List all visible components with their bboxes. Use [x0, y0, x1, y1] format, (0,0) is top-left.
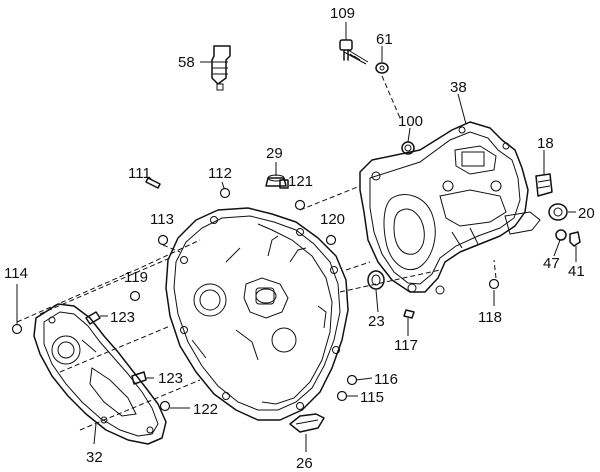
part-18: [535, 173, 553, 197]
callout-118: 118: [478, 309, 502, 326]
callout-123-lower: 123: [158, 370, 183, 387]
callout-123-upper: 123: [110, 309, 135, 326]
plug-41: [569, 231, 581, 247]
callout-32: 32: [86, 449, 103, 466]
callout-58: 58: [178, 54, 195, 71]
washer-61: [375, 62, 389, 74]
bolt-121-head: [294, 199, 306, 211]
bolt-heads: [11, 187, 500, 412]
callout-117: 117: [394, 337, 418, 354]
callout-116: 116: [374, 371, 398, 388]
callout-18: 18: [537, 135, 554, 152]
callout-29: 29: [266, 145, 283, 162]
dowel-pin-111: [145, 177, 161, 189]
bolt-113: [157, 234, 169, 246]
switch-58: [211, 45, 231, 91]
callout-47: 47: [543, 255, 560, 272]
cover-plate-32: [33, 303, 167, 445]
callout-121: 121: [288, 173, 313, 190]
bolt-119: [129, 290, 141, 302]
callout-61: 61: [376, 31, 393, 48]
callout-38: 38: [450, 79, 467, 96]
oil-seal-23: [367, 270, 385, 290]
callout-122: 122: [193, 401, 218, 418]
bracket-26: [289, 413, 325, 433]
callout-100: 100: [398, 113, 423, 130]
bolt-120: [325, 234, 337, 246]
bolt-118: [488, 278, 500, 290]
bolt-114: [11, 323, 23, 335]
part-121: [279, 179, 289, 189]
dowel-pin-123-b: [131, 371, 147, 385]
bolt-122: [159, 400, 171, 412]
leader-lines: [16, 22, 577, 452]
clutch-housing: [165, 207, 349, 421]
callout-111: 111: [128, 165, 151, 182]
bolt-115: [336, 390, 348, 402]
callout-labels: 109 61 58 38 100 18 20 47 41 29 121 111 …: [4, 5, 595, 472]
callout-114: 114: [4, 265, 28, 282]
callout-109: 109: [330, 5, 355, 22]
assembly-lines: [16, 75, 497, 431]
callout-120: 120: [320, 211, 345, 228]
callout-119: 119: [124, 269, 148, 286]
callout-112: 112: [208, 165, 232, 182]
part-47: [555, 229, 567, 241]
callout-20: 20: [578, 205, 595, 222]
pin-117: [403, 309, 415, 319]
callout-26: 26: [296, 455, 313, 472]
callout-113: 113: [150, 211, 174, 228]
bolt-112: [219, 187, 231, 199]
bolt-109: [339, 39, 369, 65]
callout-41: 41: [568, 263, 585, 280]
callout-23: 23: [368, 313, 385, 330]
dowel-pin-123-a: [85, 311, 101, 325]
bolt-116: [346, 374, 358, 386]
callout-115: 115: [360, 389, 384, 406]
transmission-case-38: [359, 121, 541, 295]
oil-seal-20: [548, 203, 568, 221]
